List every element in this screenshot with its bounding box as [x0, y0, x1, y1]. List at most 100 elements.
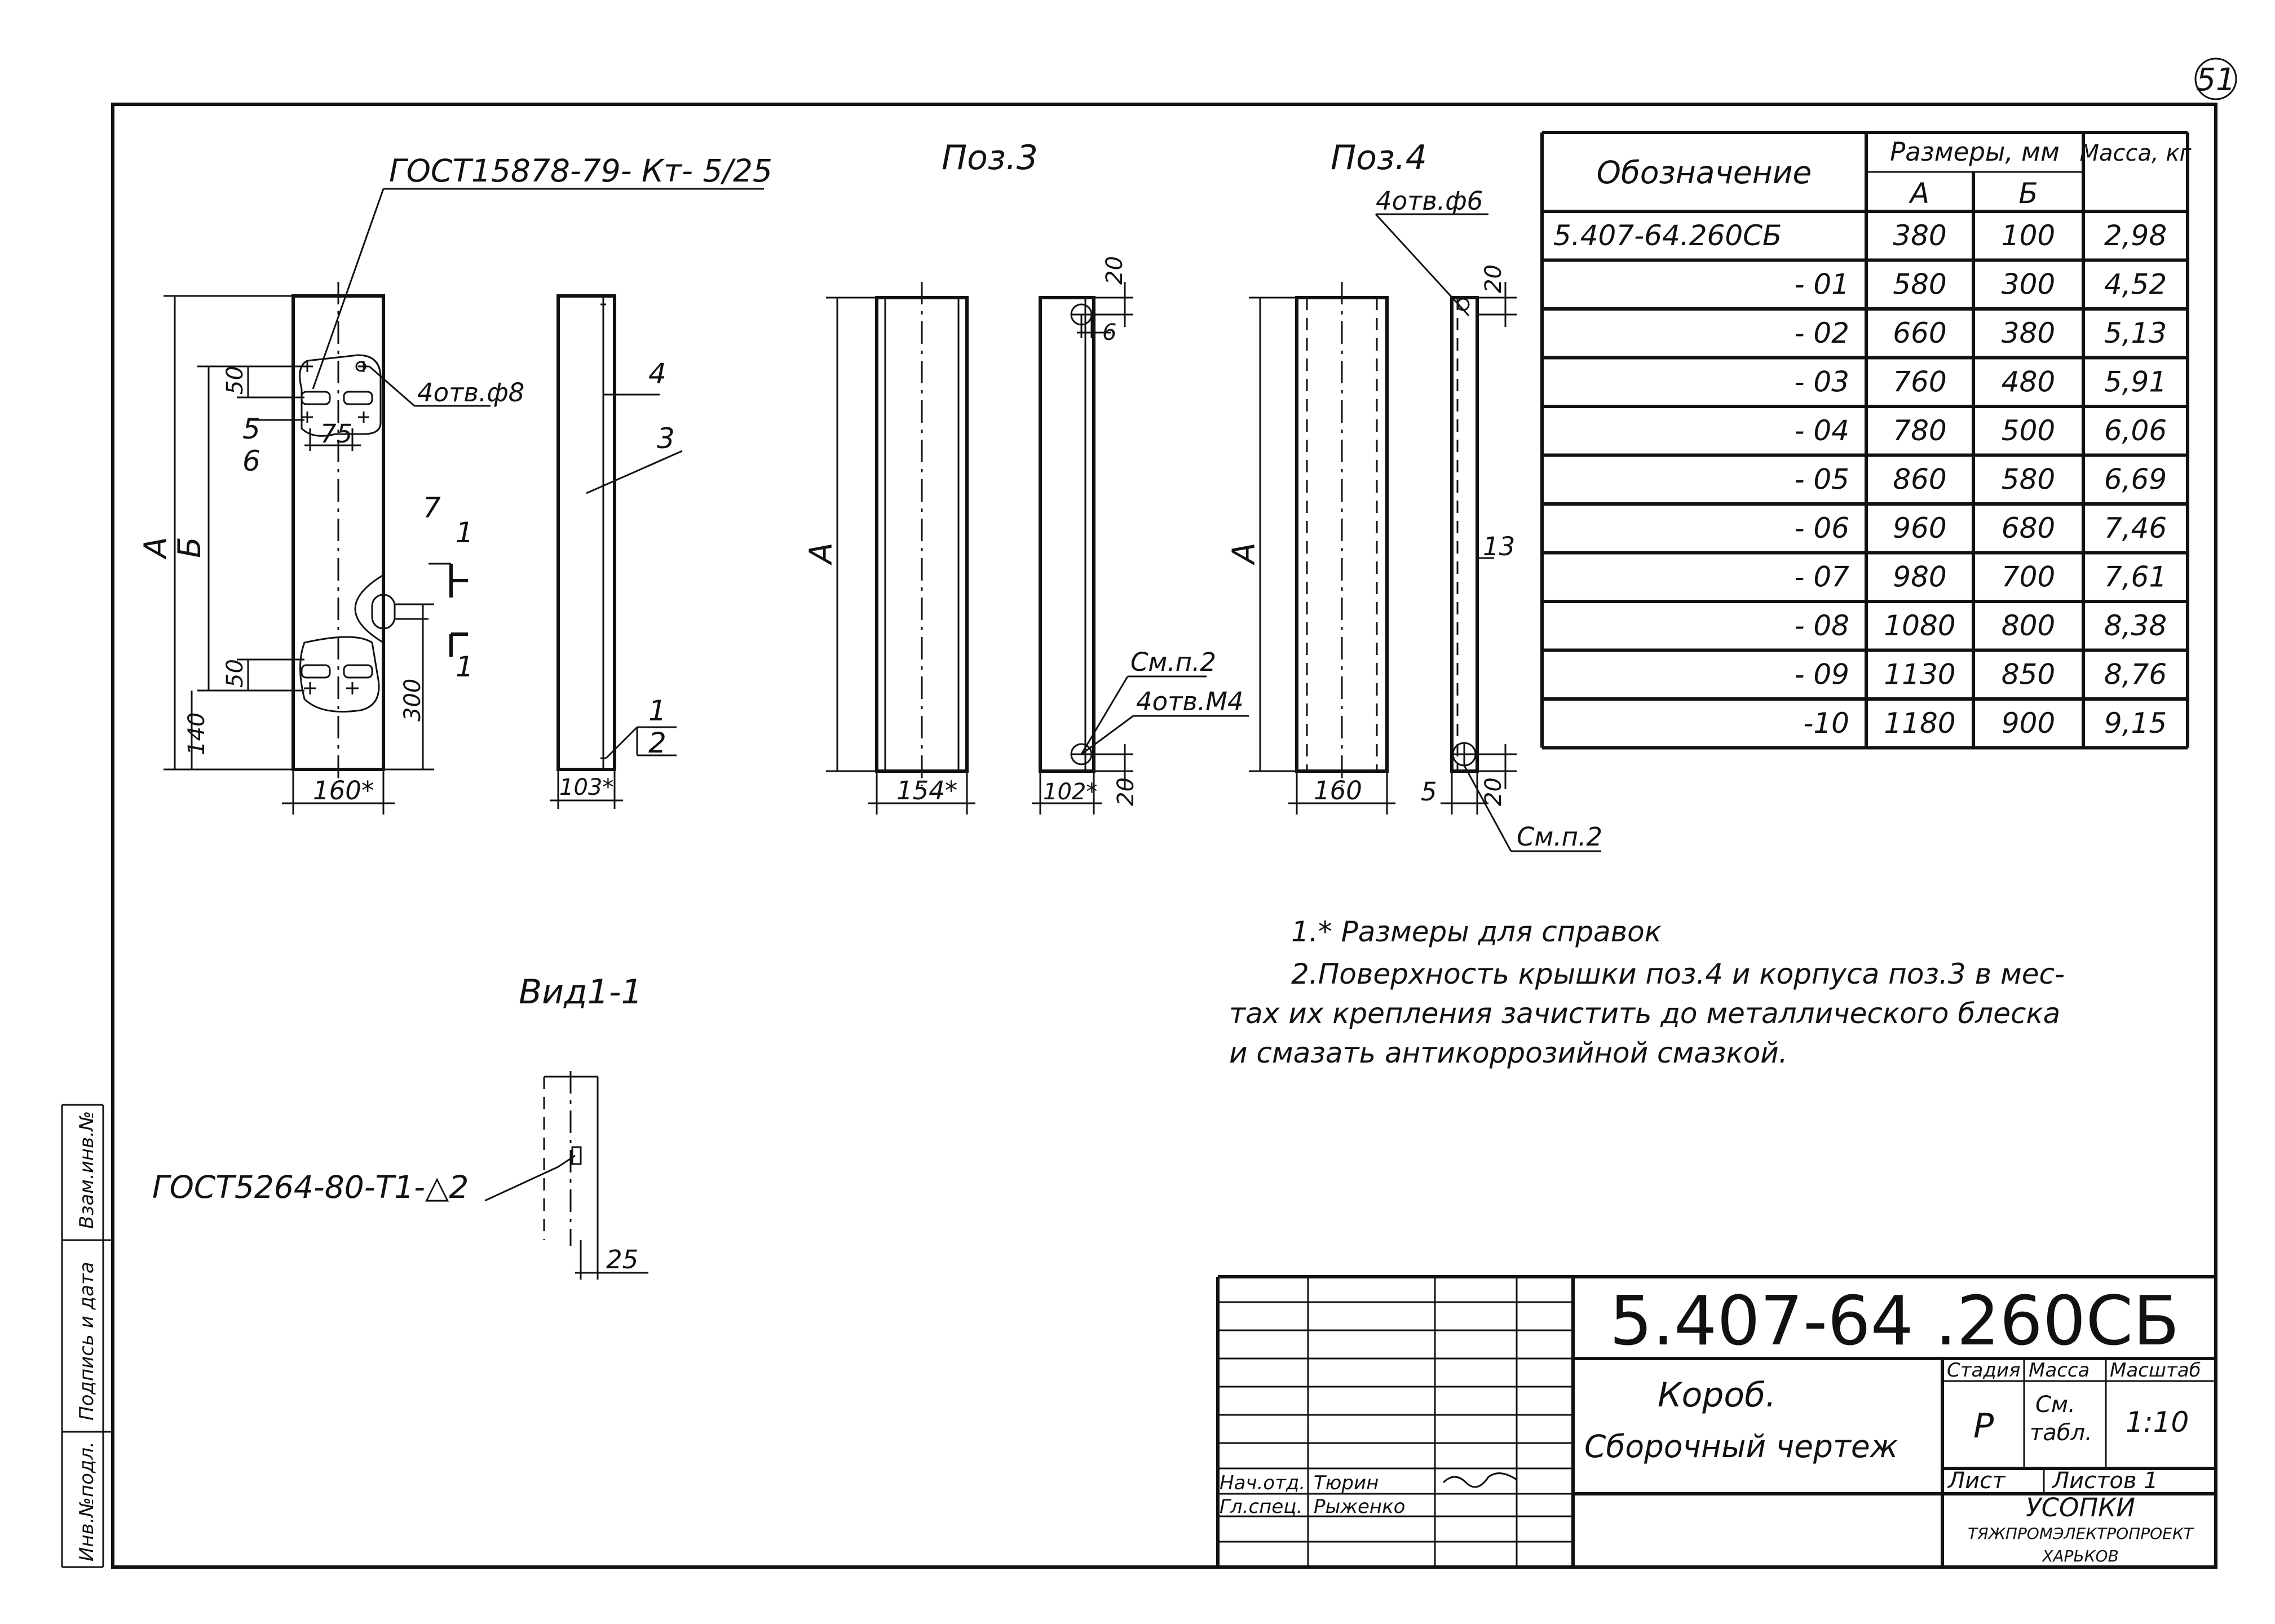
holes-8-label: 4отв.ф8: [417, 378, 524, 408]
dim-13: 13: [1483, 532, 1515, 561]
table-cell-b: 480: [2002, 366, 2055, 399]
table-cell-a: 1080: [1884, 609, 1955, 642]
gost-weld-label: ГОСТ5264-80-Т1-△2: [152, 1169, 469, 1205]
header-stage: Стадия: [1947, 1359, 2020, 1382]
signature-role-1: Нач.отд.: [1220, 1472, 1305, 1494]
dim-20-a: 20: [1102, 256, 1128, 285]
stamp-signature-date: Подпись и дата: [76, 1262, 98, 1421]
table-cell-a: 960: [1893, 512, 1946, 545]
note-line-3: тах их крепления зачистить до металличес…: [1229, 997, 2060, 1030]
title-name: Короб.: [1658, 1375, 1776, 1415]
table-cell-b: 800: [2002, 609, 2055, 642]
poz3-front-view: [826, 282, 975, 815]
scale-value: 1:10: [2126, 1406, 2189, 1439]
dim-A3: А: [1226, 542, 1262, 565]
dim-B1: Б: [171, 537, 207, 558]
table-cell-b: 580: [2002, 463, 2055, 496]
table-cell-a: 380: [1893, 219, 1946, 252]
holes-6-label: 4отв.ф6: [1376, 186, 1483, 216]
pos-6: 6: [242, 445, 260, 477]
table-header-b: Б: [2018, 177, 2038, 210]
table-cell-designation: -10: [1803, 707, 1849, 740]
dim-102-star: 102*: [1043, 779, 1097, 805]
table-cell-mass: 7,61: [2104, 561, 2167, 594]
dim-20-b: 20: [1113, 777, 1139, 806]
table-cell-designation: - 05: [1794, 463, 1849, 496]
dim-140: 140: [184, 713, 210, 755]
dim-20-c: 20: [1481, 264, 1507, 293]
org-name-2: ТЯЖПРОМЭЛЕКТРОПРОЕКТ: [1968, 1524, 2194, 1543]
org-name-1: УСОПКИ: [2026, 1493, 2135, 1523]
table-cell-mass: 5,13: [2104, 317, 2167, 349]
table-cell-a: 760: [1893, 366, 1946, 399]
table-cell-a: 780: [1893, 414, 1946, 447]
table-cell-b: 300: [2002, 268, 2055, 301]
table-cell-b: 500: [2002, 414, 2055, 447]
gost-rivet-label: ГОСТ15878-79- Кт- 5/25: [389, 153, 772, 189]
section-1b: 1: [456, 651, 474, 683]
table-header-mass: Масса, кг: [2079, 140, 2192, 166]
table-cell-mass: 8,38: [2104, 609, 2167, 642]
signature-role-2: Гл.спец.: [1220, 1495, 1302, 1518]
dim-103-star: 103*: [559, 775, 613, 800]
pos-3: 3: [657, 422, 675, 455]
table-cell-mass: 6,06: [2104, 414, 2167, 447]
pos-4: 4: [648, 357, 666, 390]
dim-160-star: 160*: [313, 776, 374, 806]
signature-name-1: Тюрин: [1314, 1472, 1379, 1494]
sheet-label: Лист: [1947, 1468, 2006, 1494]
dim-20-d: 20: [1481, 777, 1507, 806]
table-cell-a: 860: [1893, 463, 1946, 496]
assembly-side-view: [550, 294, 683, 809]
table-cell-designation: - 09: [1794, 658, 1849, 691]
dim-160: 160: [1314, 776, 1362, 806]
table-cell-designation: - 02: [1794, 317, 1849, 349]
dim-300: 300: [400, 679, 426, 722]
header-mass: Масса: [2029, 1359, 2090, 1382]
pos-2: 2: [648, 727, 666, 759]
see-p2-b: См.п.2: [1517, 822, 1602, 852]
assembly-front-view: [164, 188, 764, 815]
table-cell-designation: - 04: [1794, 414, 1849, 447]
table-header-sizes: Размеры, мм: [1890, 137, 2060, 167]
table-cell-designation: - 08: [1794, 609, 1849, 642]
table-header-a: А: [1909, 177, 1929, 210]
view-1-1-title: Вид1-1: [519, 972, 643, 1012]
note-line-1: 1.* Размеры для справок: [1291, 915, 1662, 948]
table-cell-a: 580: [1893, 268, 1946, 301]
table-cell-a: 1130: [1884, 658, 1955, 691]
drawing-code: 5.407-64 .260СБ: [1610, 1282, 2180, 1361]
table-cell-mass: 6,69: [2104, 463, 2167, 496]
pos-7: 7: [423, 492, 441, 524]
table-cell-designation: - 07: [1794, 561, 1849, 594]
table-cell-mass: 4,52: [2104, 268, 2167, 301]
table-cell-designation: - 03: [1794, 366, 1849, 399]
table-cell-a: 980: [1893, 561, 1946, 594]
table-cell-designation: - 01: [1794, 268, 1849, 301]
note-line-2: 2.Поверхность крышки поз.4 и корпуса поз…: [1291, 958, 2065, 990]
stage-value: Р: [1973, 1406, 1994, 1446]
mass-value-2: табл.: [2030, 1420, 2092, 1446]
signature-name-2: Рыженко: [1314, 1495, 1405, 1518]
table-cell-b: 100: [2002, 219, 2055, 252]
poz3-side-view: [1032, 282, 1249, 815]
pos-5: 5: [242, 413, 260, 445]
table-cell-mass: 2,98: [2104, 219, 2167, 252]
table-cell-designation: - 06: [1794, 512, 1849, 545]
poz4-front-view: [1249, 282, 1395, 815]
dim-5-b: 5: [1421, 777, 1437, 807]
title-subtitle: Сборочный чертеж: [1584, 1428, 1898, 1464]
section-1a: 1: [456, 516, 474, 549]
dim-154-star: 154*: [896, 776, 957, 806]
table-cell-b: 700: [2002, 561, 2055, 594]
table-cell-b: 850: [2002, 658, 2055, 691]
dim-25: 25: [606, 1245, 638, 1275]
title-block: [1216, 1275, 2216, 1567]
table-header-designation: Обозначение: [1597, 154, 1812, 191]
header-scale: Масштаб: [2110, 1359, 2201, 1382]
pos-1: 1: [648, 694, 666, 727]
table-cell-b: 900: [2002, 707, 2055, 740]
table-cell-mass: 9,15: [2104, 707, 2167, 740]
dim-A2: А: [803, 542, 839, 565]
